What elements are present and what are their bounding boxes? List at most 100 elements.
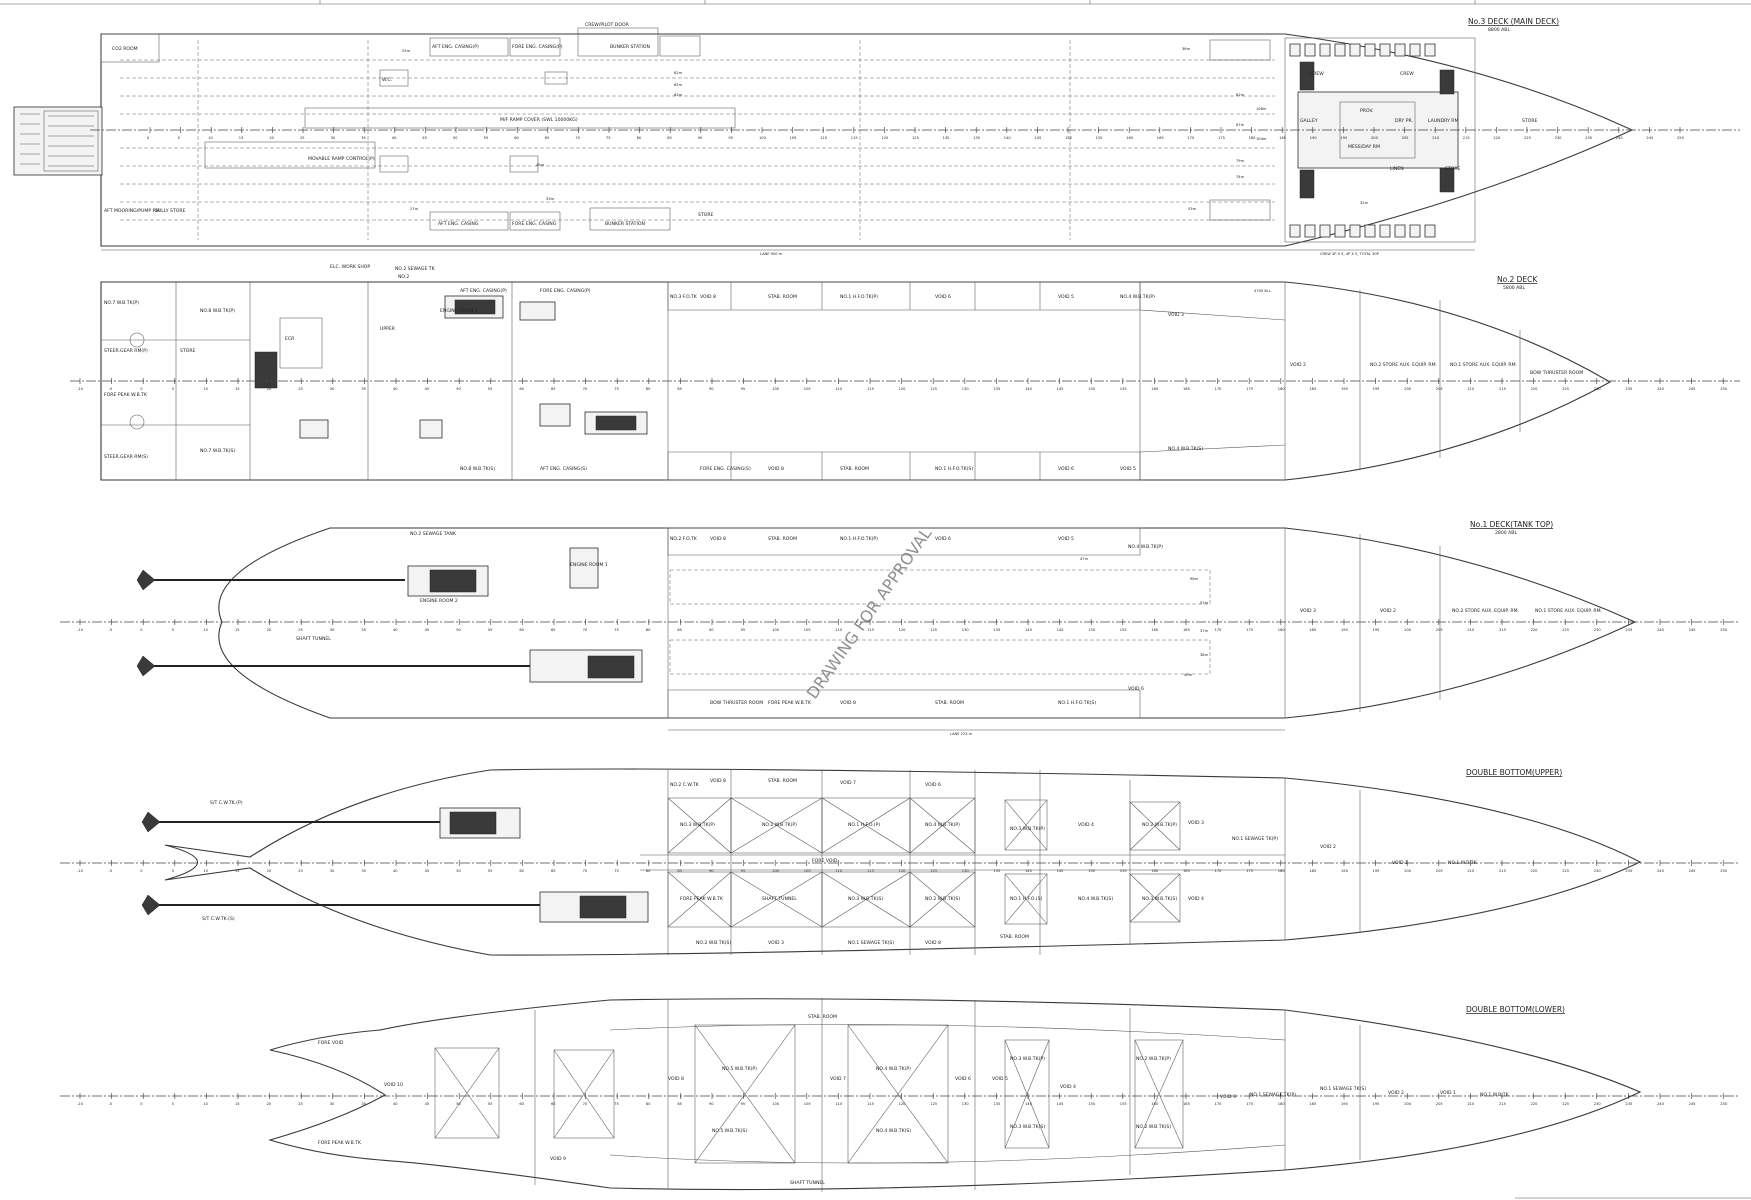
- frame-tick-label: 245: [1689, 628, 1696, 632]
- dimension-label: 32m: [1360, 201, 1369, 205]
- frame-tick-label: 40: [393, 869, 398, 873]
- frame-tick-label: 180: [1278, 1102, 1286, 1106]
- compartment-label: LAUNDRY RM: [1428, 118, 1458, 124]
- compartment-label: NO.2 STORE AUX. EQUIP. RM.: [1452, 608, 1519, 614]
- frame-tick-label: 0: [147, 136, 150, 140]
- frame-tick-label: 210: [1467, 1102, 1475, 1106]
- frame-tick-label: 220: [1493, 136, 1501, 140]
- compartment-label: NO.5 W.B.TK(P): [722, 1066, 757, 1072]
- frame-tick-label: 145: [1057, 869, 1064, 873]
- frame-tick-label: 125: [930, 387, 937, 391]
- dimension-label: 27m: [410, 207, 419, 211]
- frame-tick-label: 115: [851, 136, 858, 140]
- compartment-label: BUNKER STATION: [605, 221, 645, 227]
- compartment-label: VOID 5: [1058, 536, 1074, 542]
- compartment-label: ENGINE ROOM 2: [440, 308, 478, 314]
- frame-tick-label: 130: [962, 1102, 970, 1106]
- frame-tick-label: 145: [1034, 136, 1041, 140]
- frame-tick-label: 95: [741, 1102, 746, 1106]
- frame-tick-label: 120: [881, 136, 889, 140]
- view-deck-1: [60, 527, 1740, 731]
- frame-tick-label: 30: [331, 136, 336, 140]
- frame-tick-label: 115: [867, 387, 874, 391]
- frame-tick-label: 50: [456, 869, 461, 873]
- frame-tick-label: 30: [330, 628, 335, 632]
- compartment-label: NO.3 W.B.TK(S): [848, 896, 883, 902]
- frame-tick-label: 155: [1120, 387, 1127, 391]
- frame-tick-label: 60: [514, 136, 519, 140]
- compartment-label: NO.2 W.B.TK(P): [762, 822, 797, 828]
- frame-tick-label: 250: [1720, 387, 1728, 391]
- dimension-label: 62m: [674, 83, 683, 87]
- deck-1-propulsion: [136, 547, 643, 683]
- frame-tick-label: 195: [1373, 1102, 1380, 1106]
- frame-tick-label: 155: [1120, 869, 1127, 873]
- compartment-label: VOID 7: [840, 780, 856, 786]
- compartment-label: NO.1 W.B.TK: [1448, 860, 1478, 866]
- frame-tick-label: 65: [551, 1102, 556, 1106]
- compartment-label: FORE PEAK W.B.TK: [104, 392, 148, 398]
- compartment-label: NO.3 W.B.TK(S): [1142, 896, 1177, 902]
- compartment-label: NO.1 SEWAGE TK(P): [1232, 836, 1278, 842]
- compartment-label: VOID 5: [1058, 294, 1074, 300]
- frame-tick-label: 50: [453, 136, 458, 140]
- frame-tick-label: 130: [943, 136, 951, 140]
- frame-tick-label: 230: [1594, 387, 1602, 391]
- compartment-label: AFT MOORING/PUMP RM: [104, 208, 160, 214]
- compartment-label: ELC. WORK SHOP: [330, 264, 370, 270]
- compartment-label: VOID 3: [1168, 312, 1184, 318]
- compartment-label: AFT ENG. CASING(S): [540, 466, 587, 472]
- frame-tick-label: 55: [488, 1102, 493, 1106]
- compartment-label: VOID 3: [1188, 820, 1204, 826]
- compartment-label: SHAFT TUNNEL: [296, 636, 331, 642]
- compartment-label: VOID 8: [668, 1076, 684, 1082]
- frame-tick-label: 25: [298, 628, 303, 632]
- frame-tick-label: 50: [456, 1102, 461, 1106]
- double-bottom-upper-hull: [164, 768, 1642, 956]
- frame-tick-label: -5: [109, 869, 113, 873]
- frame-tick-label: 20: [267, 1102, 272, 1106]
- compartment-label: VOID 6: [1058, 466, 1074, 472]
- frame-tick-label: 75: [606, 136, 611, 140]
- compartment-label: NO.4 W.B.TK(P): [1128, 544, 1163, 550]
- frame-tick-label: 45: [425, 387, 430, 391]
- frame-tick-label: 25: [298, 869, 303, 873]
- frame-tick-label: 110: [835, 628, 843, 632]
- frame-tick-label: 60: [519, 869, 524, 873]
- frame-tick-label: 160: [1151, 387, 1159, 391]
- frame-tick-label: 10: [203, 869, 208, 873]
- frame-tick-label: 125: [930, 869, 937, 873]
- compartment-label: VOID 2: [1320, 844, 1336, 850]
- frame-tick-label: 170: [1215, 1102, 1223, 1106]
- frame-tick-label: 70: [575, 136, 580, 140]
- frame-tick-label: 240: [1657, 1102, 1665, 1106]
- frame-tick-label: 40: [392, 136, 397, 140]
- frame-tick-label: 105: [790, 136, 797, 140]
- frame-tick-label: 15: [235, 387, 240, 391]
- frame-tick-label: 10: [208, 136, 213, 140]
- frame-tick-label: -10: [77, 869, 84, 873]
- frame-tick-label: 135: [993, 387, 1000, 391]
- compartment-label: NO.2 W.B.TK(S): [1136, 1124, 1171, 1130]
- frame-tick-label: 185: [1309, 1102, 1316, 1106]
- frame-tick-label: 225: [1562, 869, 1569, 873]
- compartment-label: STEER.GEAR RM(P): [104, 348, 148, 354]
- frame-tick-label: 215: [1463, 136, 1470, 140]
- frame-tick-label: 30: [330, 869, 335, 873]
- compartment-label: VOID 1: [1440, 1090, 1456, 1096]
- frame-tick-label: 185: [1309, 387, 1316, 391]
- compartment-label: NO.4 W.B.TK(S): [1168, 446, 1203, 452]
- frame-tick-label: 25: [298, 1102, 303, 1106]
- dimension-label: 53m: [1188, 207, 1197, 211]
- frame-tick-label: 135: [993, 1102, 1000, 1106]
- frame-tick-label: 165: [1183, 387, 1190, 391]
- compartment-label: NO.1 SEWAGE TK(S): [848, 940, 894, 946]
- compartment-label: VOID 5: [992, 1076, 1008, 1082]
- frame-tick-label: 205: [1436, 869, 1443, 873]
- frame-tick-label: 215: [1499, 628, 1506, 632]
- frame-tick-label: 5: [172, 1102, 174, 1106]
- compartment-label: FORE PEAK W.B.TK: [318, 1140, 362, 1146]
- frame-tick-label: 215: [1499, 1102, 1506, 1106]
- frame-tick-label: 140: [1025, 387, 1033, 391]
- frame-tick-label: 155: [1120, 628, 1127, 632]
